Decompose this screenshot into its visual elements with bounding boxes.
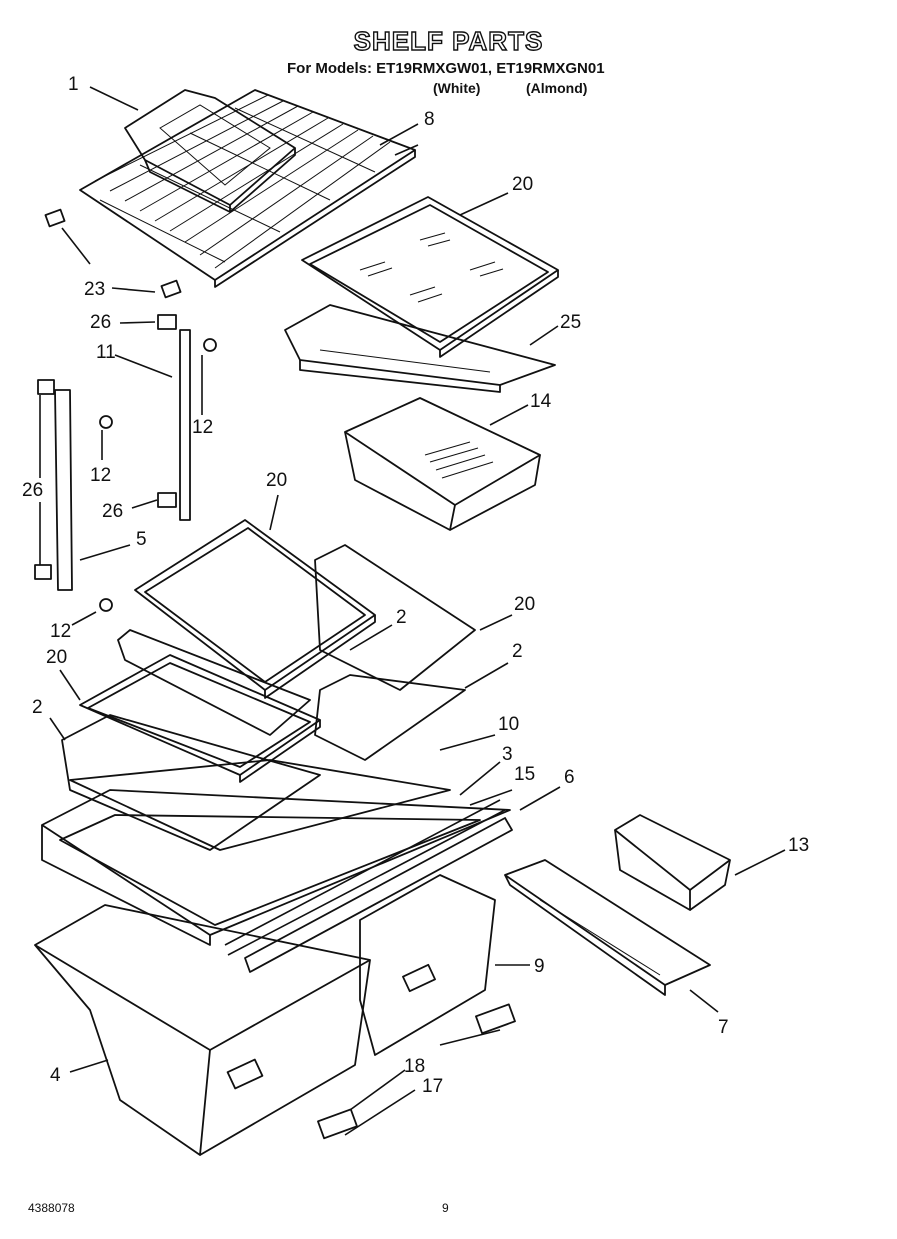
callout-1: 1 [68,74,79,95]
callout-2: 2 [512,641,523,662]
callout-26: 26 [90,312,112,333]
glass-shelves-middle-drawing [61,519,476,851]
crisper-drawers-drawing [34,874,516,1156]
callout-7: 7 [718,1017,729,1038]
finish-white: (White) [433,80,481,96]
callout-10: 10 [498,714,520,735]
glass-shelf-upper-drawing [284,196,559,393]
leader-lines [39,86,786,1136]
callout-26: 26 [22,480,44,501]
callout-23: 23 [84,279,106,300]
callout-9: 9 [534,956,545,977]
models-line: For Models: ET19RMXGW01, ET19RMXGN01 [287,60,605,77]
callout-25: 25 [560,312,582,333]
callout-2: 2 [396,607,407,628]
callout-13: 13 [788,835,810,856]
callout-12: 12 [90,465,112,486]
shelf-ladders-drawing [34,314,217,612]
storage-bin-drawing [124,89,296,213]
callout-17: 17 [422,1076,444,1097]
finish-almond: (Almond) [526,80,588,96]
meat-pan-drawing [344,397,541,531]
callout-4: 4 [50,1065,61,1086]
callout-18: 18 [404,1056,426,1077]
shelf-trim-drawing [44,208,182,299]
callout-2: 2 [32,697,43,718]
callout-14: 14 [530,391,552,412]
crisper-cover-drawing [41,789,513,973]
callout-20: 20 [512,174,534,195]
callout-20: 20 [514,594,536,615]
callout-12: 12 [50,621,72,642]
callout-20: 20 [46,647,68,668]
callout-26: 26 [102,501,124,522]
callout-5: 5 [136,529,147,550]
callout-3: 3 [502,744,513,765]
dairy-bin-drawing [614,814,731,911]
callout-20: 20 [266,470,288,491]
page-title: SHELF PARTS [353,25,544,56]
callout-15: 15 [514,764,536,785]
page-number: 9 [442,1201,449,1215]
document-number: 4388078 [28,1201,75,1215]
callout-8: 8 [424,109,435,130]
callout-12: 12 [192,417,214,438]
callout-11: 11 [96,342,116,363]
wire-shelf-drawing [79,89,419,288]
dairy-cover-drawing [504,859,711,996]
callout-6: 6 [564,767,575,788]
